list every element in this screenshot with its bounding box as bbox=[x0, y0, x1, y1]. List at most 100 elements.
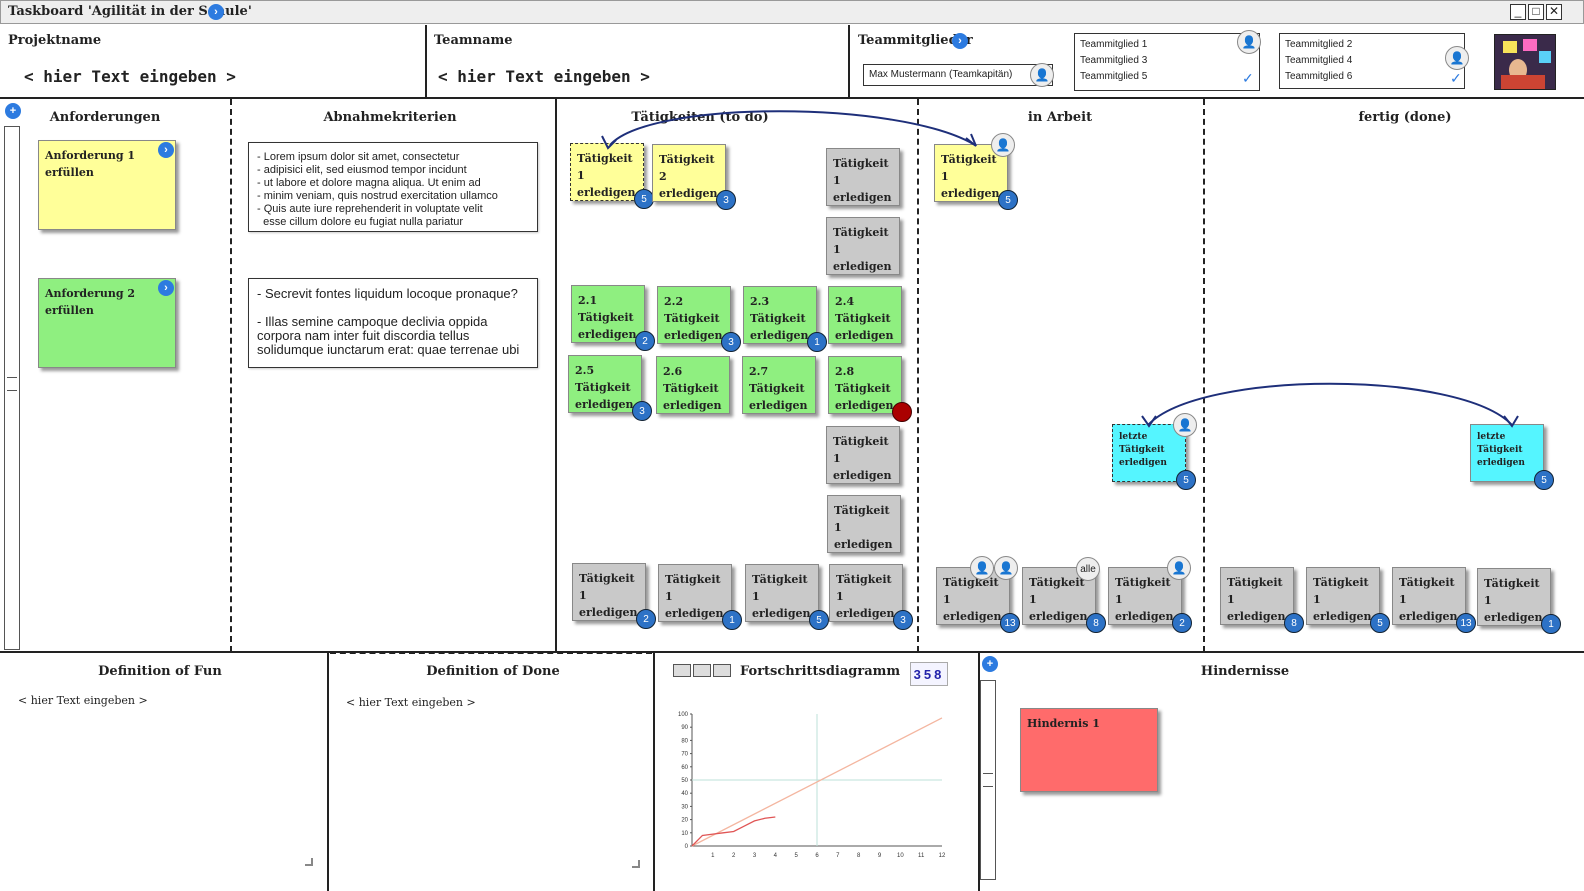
captain-field[interactable]: Max Mustermann (Teamkapitän) bbox=[863, 64, 1053, 86]
team-label: Teamname bbox=[434, 33, 513, 48]
members-label: Teammitglieder bbox=[858, 33, 973, 48]
estimate-badge: 5 bbox=[998, 190, 1018, 210]
criteria-textarea[interactable]: - Secrevit fontes liquidum locoque prona… bbox=[248, 278, 538, 368]
estimate-badge: 2 bbox=[1172, 613, 1192, 633]
task-label: Tätigkeit 1 erledigen bbox=[579, 572, 638, 619]
fun-input[interactable]: < hier Text eingeben > bbox=[18, 694, 148, 707]
red-dot-icon bbox=[892, 402, 912, 422]
arrowhead bbox=[1141, 415, 1157, 428]
x-tick-label: 7 bbox=[836, 853, 840, 859]
estimate-badge: 8 bbox=[1284, 613, 1304, 633]
task-card[interactable]: letzte Tätigkeit erledigen bbox=[1112, 424, 1186, 482]
requirement-card[interactable]: Anforderung 2 erfüllen bbox=[38, 278, 176, 368]
chart-tool-button[interactable] bbox=[693, 664, 711, 677]
estimate-badge: 3 bbox=[716, 190, 736, 210]
impediment-card[interactable]: Hindernis 1 bbox=[1020, 708, 1158, 792]
team-name-input[interactable]: < hier Text eingeben > bbox=[438, 67, 650, 86]
x-tick-label: 8 bbox=[857, 853, 861, 859]
criteria-header: Abnahmekriterien bbox=[323, 110, 457, 125]
member-item[interactable]: Teammitglied 4 bbox=[1285, 55, 1353, 66]
task-card[interactable]: Tätigkeit 1 erledigen bbox=[1108, 567, 1182, 625]
chart-tool-button[interactable] bbox=[713, 664, 731, 677]
task-label: Tätigkeit 1 erledigen bbox=[577, 152, 636, 199]
task-card[interactable]: Tätigkeit 2 erledigen bbox=[652, 144, 726, 202]
x-tick-label: 3 bbox=[753, 853, 757, 859]
criteria-textarea[interactable]: - Lorem ipsum dolor sit amet, consectetu… bbox=[248, 142, 538, 232]
estimate-badge: 1 bbox=[807, 332, 827, 352]
task-label: 2.6 Tätigkeit erledigen bbox=[663, 365, 722, 412]
task-card[interactable]: Tätigkeit 1 erledigen bbox=[1477, 568, 1551, 626]
dod-input[interactable]: < hier Text eingeben > bbox=[346, 696, 476, 709]
requirement-info-icon[interactable]: › bbox=[158, 142, 174, 158]
arrowhead bbox=[601, 135, 617, 150]
check-icon[interactable]: ✓ bbox=[1450, 70, 1462, 86]
task-card[interactable]: 2.3 Tätigkeit erledigen bbox=[743, 286, 817, 344]
chart-tool-button[interactable] bbox=[673, 664, 691, 677]
header-sep-1 bbox=[425, 25, 427, 98]
task-card[interactable]: Tätigkeit 1 erledigen bbox=[570, 143, 644, 201]
members-list-1[interactable]: Teammitglied 1 Teammitglied 3 Teammitgli… bbox=[1074, 33, 1260, 91]
y-tick-label: 70 bbox=[681, 752, 688, 758]
estimate-badge: 2 bbox=[636, 609, 656, 629]
estimate-badge: 13 bbox=[1000, 613, 1020, 633]
bottom-divider bbox=[0, 651, 1584, 653]
task-card[interactable]: Tätigkeit 1 erledigen bbox=[1220, 567, 1294, 625]
task-card[interactable]: 2.6 Tätigkeit erledigen bbox=[656, 356, 730, 414]
check-icon[interactable]: ✓ bbox=[1242, 70, 1254, 86]
task-card[interactable]: Tätigkeit 1 erledigen bbox=[826, 148, 900, 206]
flow-arrows bbox=[601, 110, 1519, 428]
task-card[interactable]: Tätigkeit 1 erledigen bbox=[826, 426, 900, 484]
task-label: 2.3 Tätigkeit erledigen bbox=[750, 295, 809, 342]
estimate-badge: 5 bbox=[1176, 470, 1196, 490]
x-tick-label: 1 bbox=[711, 853, 715, 859]
members-info-icon[interactable]: › bbox=[952, 33, 968, 49]
bottom-sep-3 bbox=[978, 652, 980, 891]
title-info-icon[interactable]: › bbox=[208, 4, 224, 20]
bottom-sep-1 bbox=[327, 652, 329, 891]
project-name-input[interactable]: < hier Text eingeben > bbox=[24, 67, 236, 86]
task-label: Tätigkeit 2 erledigen bbox=[659, 153, 718, 200]
task-card[interactable]: Tätigkeit 1 erledigen bbox=[827, 495, 901, 553]
impediments-scrollbar[interactable] bbox=[980, 680, 996, 880]
minimize-button[interactable]: _ bbox=[1510, 4, 1526, 20]
estimate-badge: 3 bbox=[632, 401, 652, 421]
maximize-button[interactable]: □ bbox=[1528, 4, 1544, 20]
x-tick-label: 9 bbox=[878, 853, 882, 859]
task-card[interactable]: Tätigkeit 1 erledigen bbox=[745, 564, 819, 622]
member-item[interactable]: Teammitglied 6 bbox=[1285, 71, 1353, 82]
task-card[interactable]: 2.4 Tätigkeit erledigen bbox=[828, 286, 902, 344]
add-requirement-icon[interactable]: + bbox=[5, 103, 21, 119]
task-card[interactable]: 2.2 Tätigkeit erledigen bbox=[657, 286, 731, 344]
task-card[interactable]: 2.8 Tätigkeit erledigen bbox=[828, 356, 902, 414]
task-card[interactable]: 2.5 Tätigkeit erledigen bbox=[568, 355, 642, 413]
requirement-info-icon[interactable]: › bbox=[158, 280, 174, 296]
member-item[interactable]: Teammitglied 2 bbox=[1285, 39, 1353, 50]
members-list-2[interactable]: Teammitglied 2 Teammitglied 4 Teammitgli… bbox=[1279, 33, 1465, 89]
task-label: Tätigkeit 1 erledigen bbox=[1227, 576, 1286, 623]
task-card[interactable]: 2.1 Tätigkeit erledigen bbox=[571, 285, 645, 343]
requirements-scrollbar[interactable] bbox=[4, 126, 20, 650]
task-card[interactable]: letzte Tätigkeit erledigen bbox=[1470, 424, 1544, 482]
resize-handle-icon[interactable] bbox=[305, 858, 313, 866]
done-header: fertig (done) bbox=[1358, 110, 1452, 125]
task-card[interactable]: Tätigkeit 1 erledigen bbox=[1392, 567, 1466, 625]
y-tick-label: 90 bbox=[681, 725, 688, 731]
task-card[interactable]: Tätigkeit 1 erledigen bbox=[1306, 567, 1380, 625]
task-label: Tätigkeit 1 erledigen bbox=[1313, 576, 1372, 623]
resize-handle-icon[interactable] bbox=[632, 860, 640, 868]
task-card[interactable]: Tätigkeit 1 erledigen bbox=[658, 564, 732, 622]
task-card[interactable]: Tätigkeit 1 erledigen bbox=[826, 217, 900, 275]
task-label: Tätigkeit 1 erledigen bbox=[1484, 577, 1543, 624]
estimate-badge: 5 bbox=[1370, 613, 1390, 633]
task-card[interactable]: Tätigkeit 1 erledigen bbox=[572, 563, 646, 621]
add-impediment-icon[interactable]: + bbox=[982, 656, 998, 672]
requirement-card[interactable]: Anforderung 1 erfüllen bbox=[38, 140, 176, 230]
close-button[interactable]: ✕ bbox=[1546, 4, 1562, 20]
estimate-badge: 3 bbox=[721, 332, 741, 352]
task-card[interactable]: 2.7 Tätigkeit erledigen bbox=[742, 356, 816, 414]
task-card[interactable]: Tätigkeit 1 erledigen bbox=[829, 564, 903, 622]
member-item[interactable]: Teammitglied 1 bbox=[1080, 39, 1148, 50]
member-item[interactable]: Teammitglied 5 bbox=[1080, 71, 1148, 82]
member-item[interactable]: Teammitglied 3 bbox=[1080, 55, 1148, 66]
x-tick-label: 4 bbox=[774, 853, 778, 859]
